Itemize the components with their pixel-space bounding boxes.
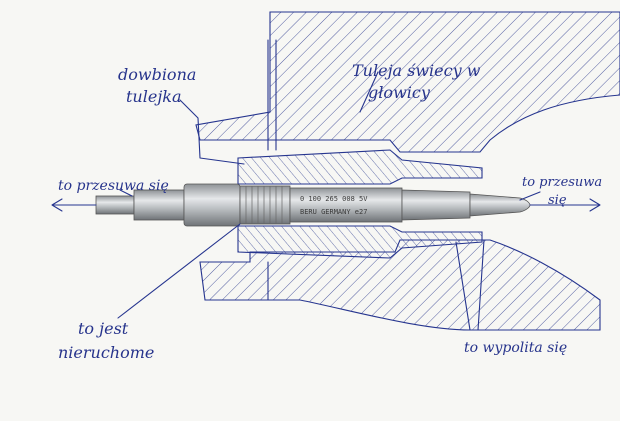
- plug-marking-line2: BERU GERMANY e27: [300, 208, 367, 216]
- leader-pushes: [455, 239, 485, 331]
- plug-terminal: [95, 195, 135, 215]
- leader-head: [359, 71, 379, 113]
- plug-thread: [239, 185, 291, 225]
- left-arrow: [51, 198, 97, 212]
- leader-pressure-right: [519, 191, 541, 201]
- label-sleeve-line2: tulejka: [126, 87, 182, 106]
- leader-sleeve: [179, 99, 245, 165]
- label-pushes: to wypolita się: [464, 340, 567, 356]
- label-pressure-right-line2: się: [548, 193, 567, 208]
- plug-heater-tip: [469, 193, 531, 217]
- glow-plug: [95, 183, 531, 227]
- label-head-line1: Tuleja świecy w: [352, 61, 481, 80]
- label-pressure-right-line1: to przesuwa: [522, 175, 602, 190]
- label-sleeve-line1: dowbiona: [118, 65, 196, 84]
- leader-pressure-left: [119, 189, 133, 197]
- sleeve-upper-section: [237, 149, 483, 185]
- label-pressure-left: to przesuwa się: [58, 178, 169, 194]
- plug-nut: [133, 189, 185, 221]
- cylinder-head-upper: [195, 11, 620, 153]
- plug-thread-lines: [245, 186, 283, 224]
- cylinder-head-lower: [199, 239, 601, 331]
- plug-marking-line1: 0 100 265 008 5V: [300, 195, 368, 203]
- label-stationary-line2: nieruchome: [58, 343, 154, 362]
- label-head-line2: głowicy: [368, 83, 431, 102]
- plug-hex: [183, 183, 241, 227]
- right-arrow: [529, 198, 601, 212]
- leader-stationary: [117, 223, 241, 319]
- label-stationary-line1: to jest: [78, 319, 129, 338]
- head-wall-line: [267, 39, 277, 151]
- plug-shank: [289, 187, 403, 223]
- plug-taper: [401, 189, 471, 221]
- sleeve-lower-section: [237, 225, 483, 259]
